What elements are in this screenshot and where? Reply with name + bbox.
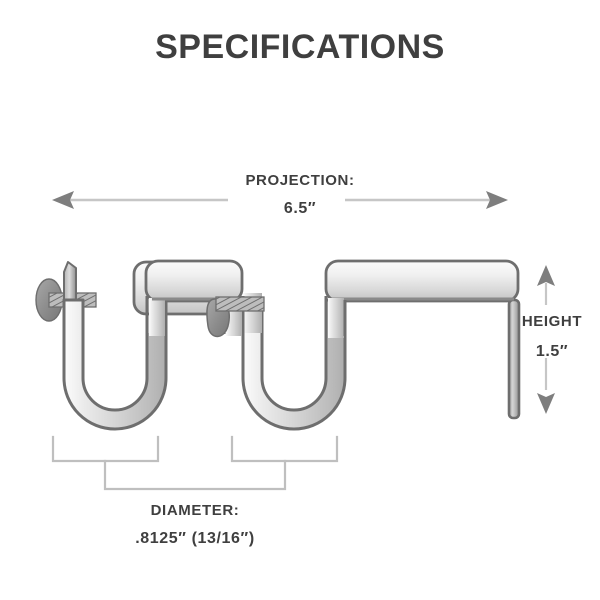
top-bar-right xyxy=(324,259,520,303)
diameter-bracket-left xyxy=(51,435,160,463)
page-title: SPECIFICATIONS xyxy=(155,28,445,66)
top-cap-middle-left-riser-edge xyxy=(145,296,168,334)
screw-middle xyxy=(206,296,265,338)
projection-dimension-line xyxy=(52,191,508,209)
height-label: HEIGHT xyxy=(521,313,583,330)
top-bar-right-left-riser-fill xyxy=(328,298,344,338)
projection-arrow-left-icon xyxy=(52,191,74,209)
projection-label: PROJECTION: xyxy=(245,172,355,189)
height-value: 1.5″ xyxy=(535,343,569,360)
height-arrow-up-icon xyxy=(537,265,555,286)
height-arrow-down-icon xyxy=(537,393,555,414)
diameter-bracket-right xyxy=(230,435,339,463)
height-dimension-line xyxy=(537,265,555,414)
projection-value: 6.5″ xyxy=(283,200,317,217)
screw-middle-shank xyxy=(215,296,265,312)
diameter-bracket-join xyxy=(103,459,287,491)
top-cap-middle-face xyxy=(144,259,244,303)
screw-left xyxy=(35,278,97,322)
diameter-label: DIAMETER: xyxy=(150,502,240,519)
projection-arrow-right-icon xyxy=(486,191,508,209)
diameter-bracket xyxy=(51,435,339,491)
top-cap-middle-left-riser-fill xyxy=(149,298,165,336)
diameter-value: .8125″ (13/16″) xyxy=(135,530,255,547)
top-bar-right-left-riser-edge xyxy=(324,296,347,336)
